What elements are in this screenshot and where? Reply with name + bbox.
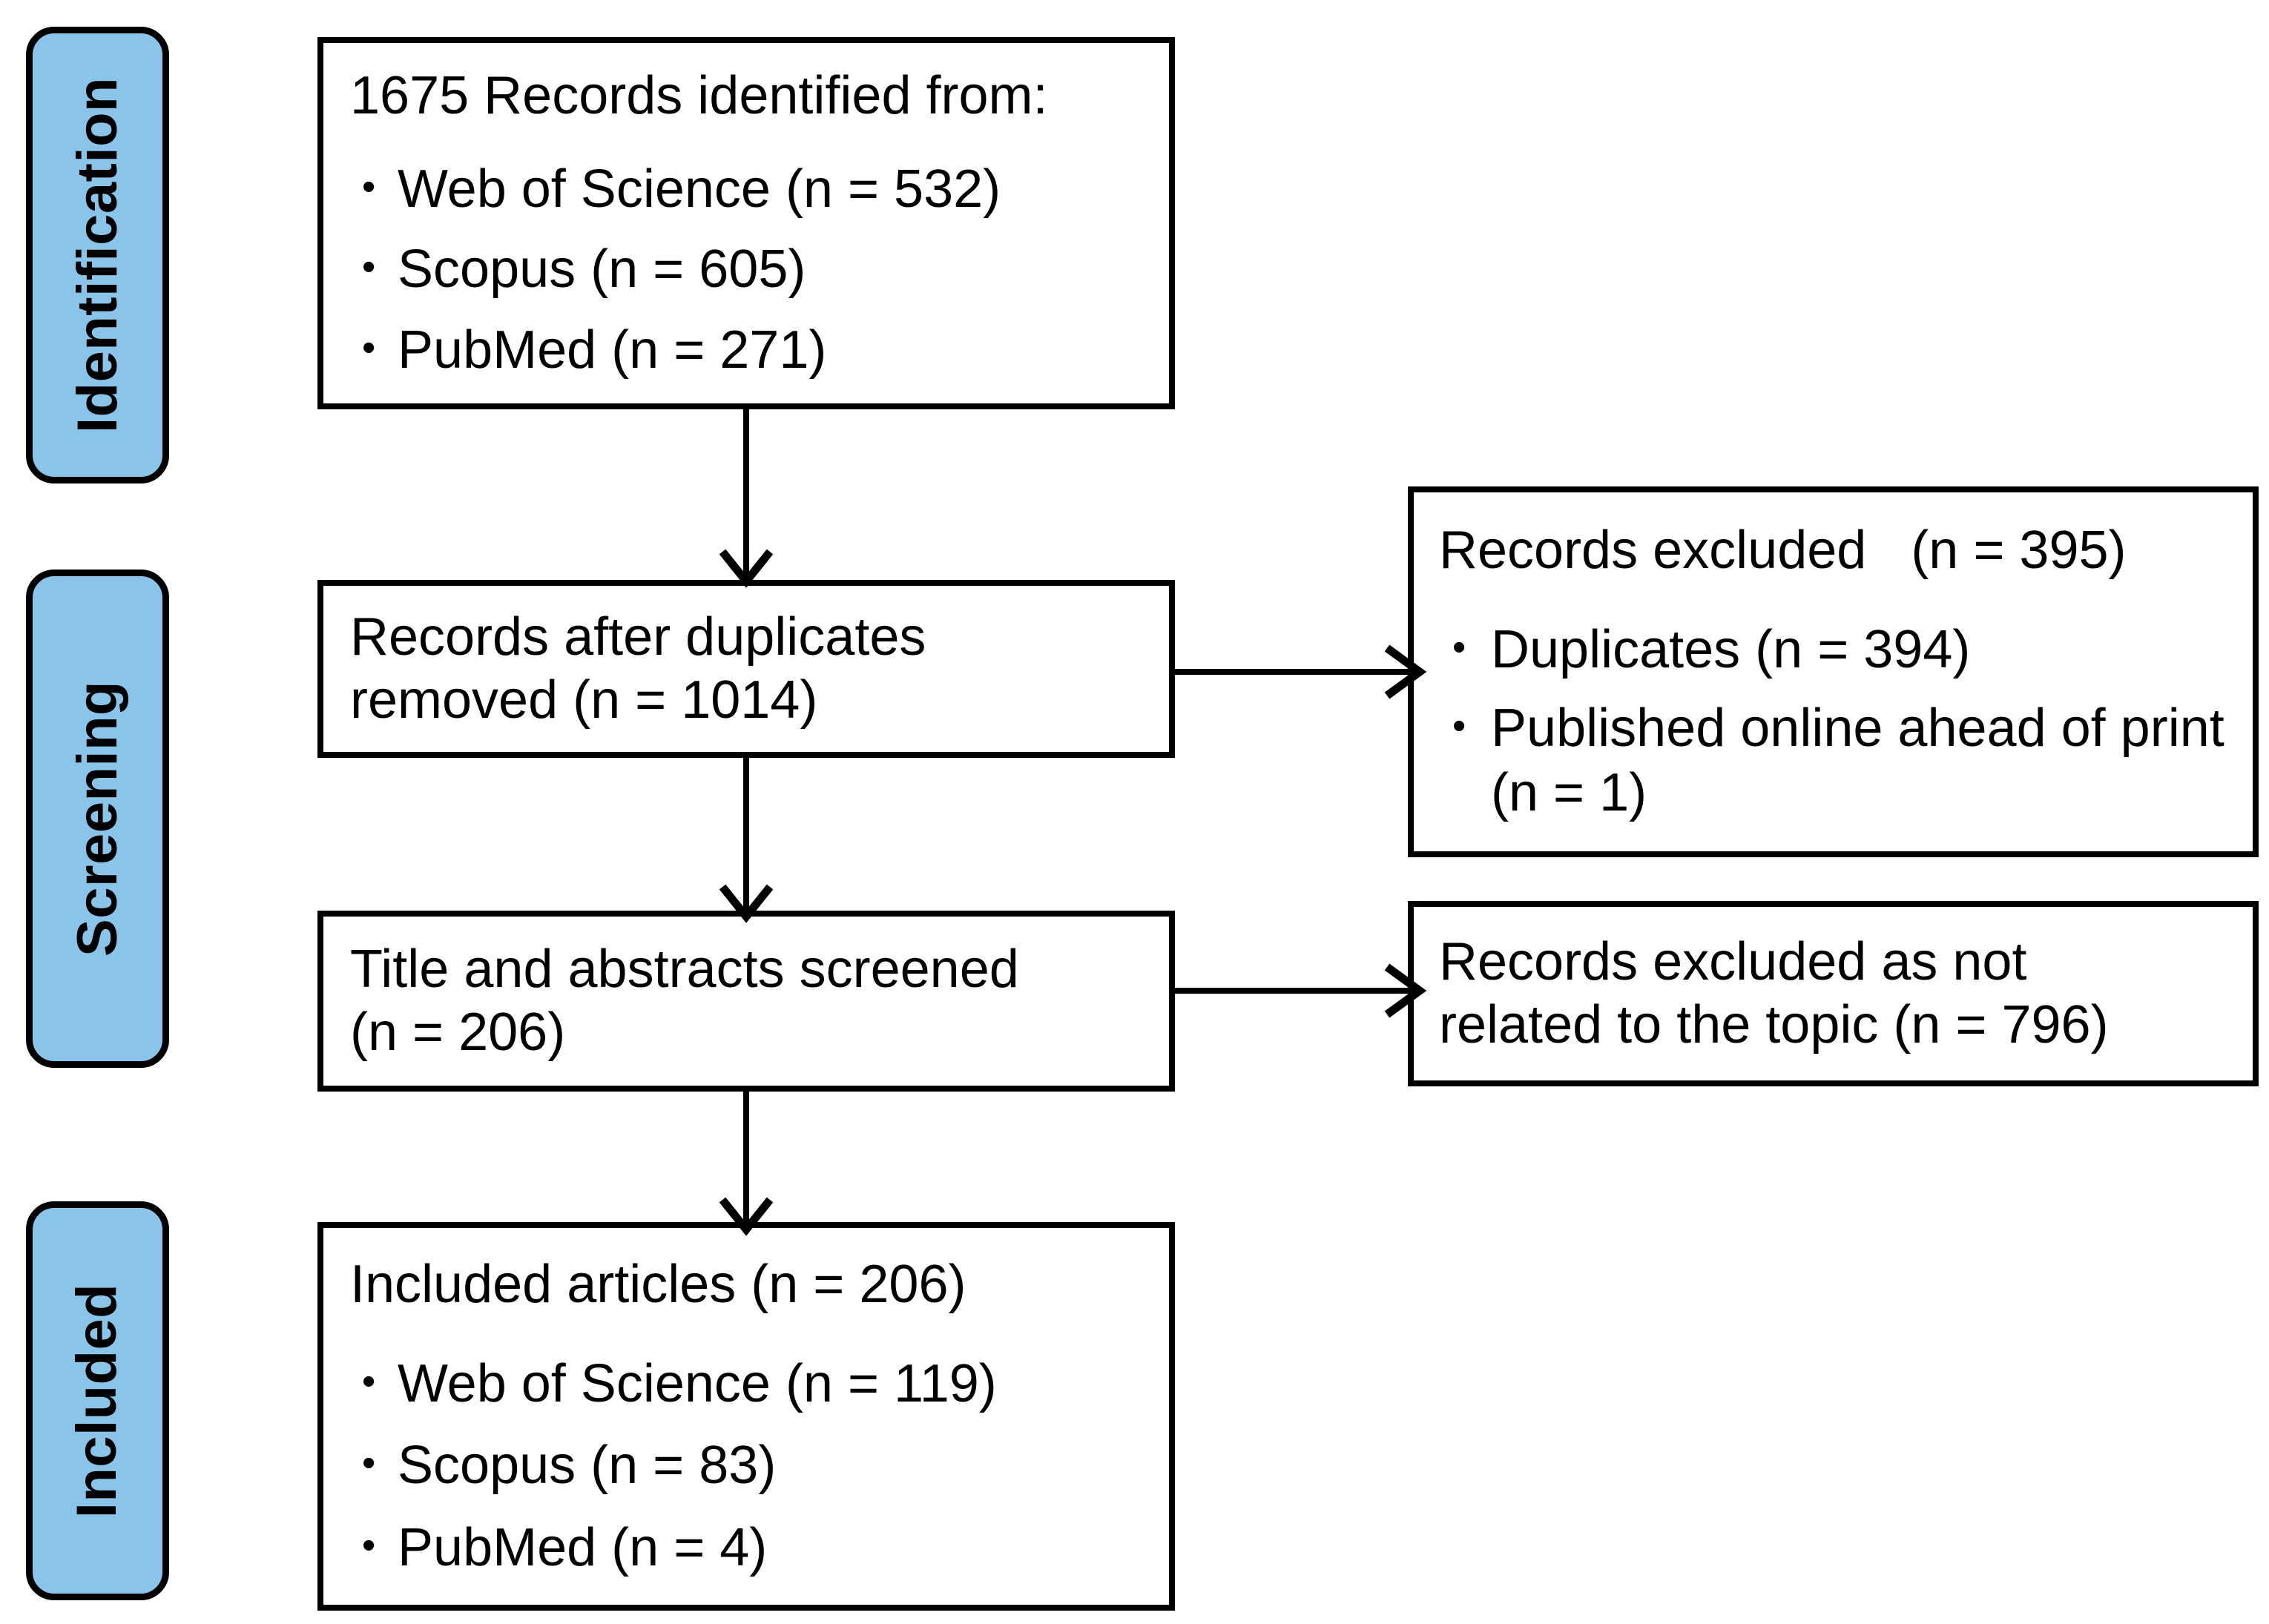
box-included-articles-title: Included articles (n = 206) [350,1254,966,1314]
box-records-excluded-topic: Records excluded as not related to the t… [1408,901,2259,1086]
box-title-abstracts-screened: Title and abstracts screened (n = 206) [317,911,1175,1092]
box-title-abstracts-screened-title: Title and abstracts screened (n = 206) [350,940,1019,1062]
list-item: PubMed (n = 4) [350,1516,1147,1580]
box-records-after-duplicates: Records after duplicates removed (n = 10… [317,580,1175,758]
list-item: Scopus (n = 83) [350,1433,1147,1497]
box-records-identified: 1675 Records identified from: Web of Sci… [317,37,1175,409]
list-item: Web of Science (n = 119) [350,1352,1147,1416]
box-included-articles-list: Web of Science (n = 119) Scopus (n = 83)… [350,1334,1147,1580]
list-item: PubMed (n = 271) [350,318,1147,382]
box-included-articles: Included articles (n = 206) Web of Scien… [317,1222,1175,1611]
stage-tab-screening: Screening [26,570,169,1068]
box-records-identified-title: 1675 Records identified from: [350,65,1048,125]
list-item: Scopus (n = 605) [350,237,1147,301]
stage-tab-screening-label: Screening [65,681,129,957]
box-records-identified-list: Web of Science (n = 532) Scopus (n = 605… [350,141,1147,382]
list-item: Duplicates (n = 394) [1439,618,2233,681]
arrow-screened-to-included [719,1089,774,1236]
stage-tab-identification-label: Identification [65,77,129,433]
stage-tab-identification: Identification [26,27,169,483]
box-records-excluded-topic-title: Records excluded as not related to the t… [1439,932,2109,1054]
list-item: Published online ahead of print (n = 1) [1439,696,2233,825]
arrow-identified-to-after-duplicates [719,406,774,588]
box-records-excluded-duplicates-title: Records excluded (n = 395) [1439,520,2127,580]
box-records-after-duplicates-title: Records after duplicates removed (n = 10… [350,607,926,730]
stage-tab-included: Included [26,1201,169,1600]
stage-tab-included-label: Included [65,1283,129,1519]
box-records-excluded-duplicates: Records excluded (n = 395) Duplicates (n… [1408,486,2259,857]
arrow-screened-to-excluded-topic [1170,963,1427,1018]
box-records-excluded-duplicates-list: Duplicates (n = 394) Published online ah… [1439,603,2233,825]
arrow-after-duplicates-to-excluded-duplicates [1170,644,1427,699]
list-item: Web of Science (n = 532) [350,157,1147,221]
arrow-after-duplicates-to-screened [719,755,774,923]
